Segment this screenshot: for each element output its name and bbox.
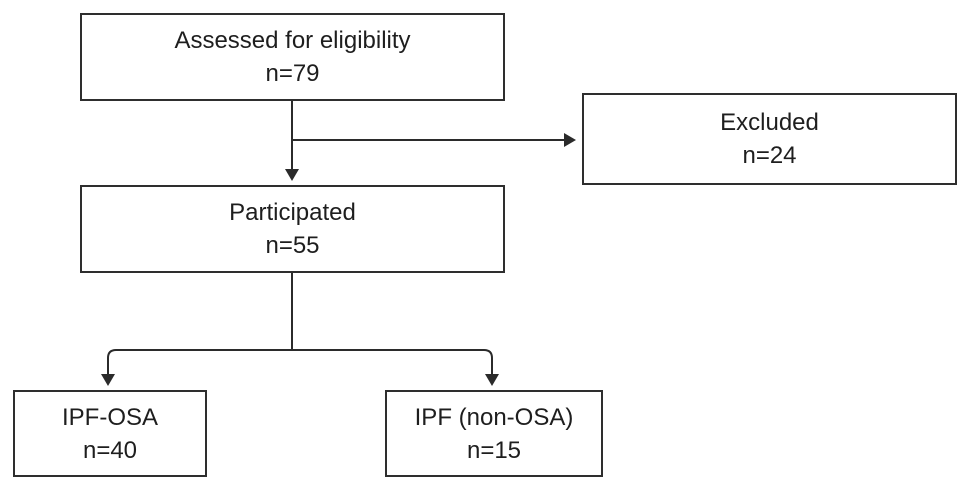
node-label: Participated (229, 199, 356, 226)
arrow-participated-to-ipf-non-osa (292, 349, 499, 386)
node-label: IPF-OSA (61, 403, 158, 431)
arrow-participated-to-ipf-osa (101, 349, 292, 386)
node-count: n=40 (82, 436, 138, 464)
node-assessed-for-eligibility: Assessed for eligibility n=79 (80, 13, 505, 101)
node-count: n=55 (265, 232, 320, 259)
node-ipf-non-osa: IPF (non-OSA) n=15 (385, 390, 603, 477)
node-excluded: Excluded n=24 (582, 93, 957, 185)
node-count: n=24 (742, 142, 797, 169)
node-count: n=79 (265, 60, 320, 87)
node-label: IPF (non-OSA) (414, 403, 574, 431)
node-label: Assessed for eligibility (174, 27, 411, 54)
node-label: Excluded (720, 109, 819, 136)
node-participated: Participated n=55 (80, 185, 505, 273)
node-count: n=15 (466, 436, 522, 464)
node-ipf-osa: IPF-OSA n=40 (13, 390, 207, 477)
